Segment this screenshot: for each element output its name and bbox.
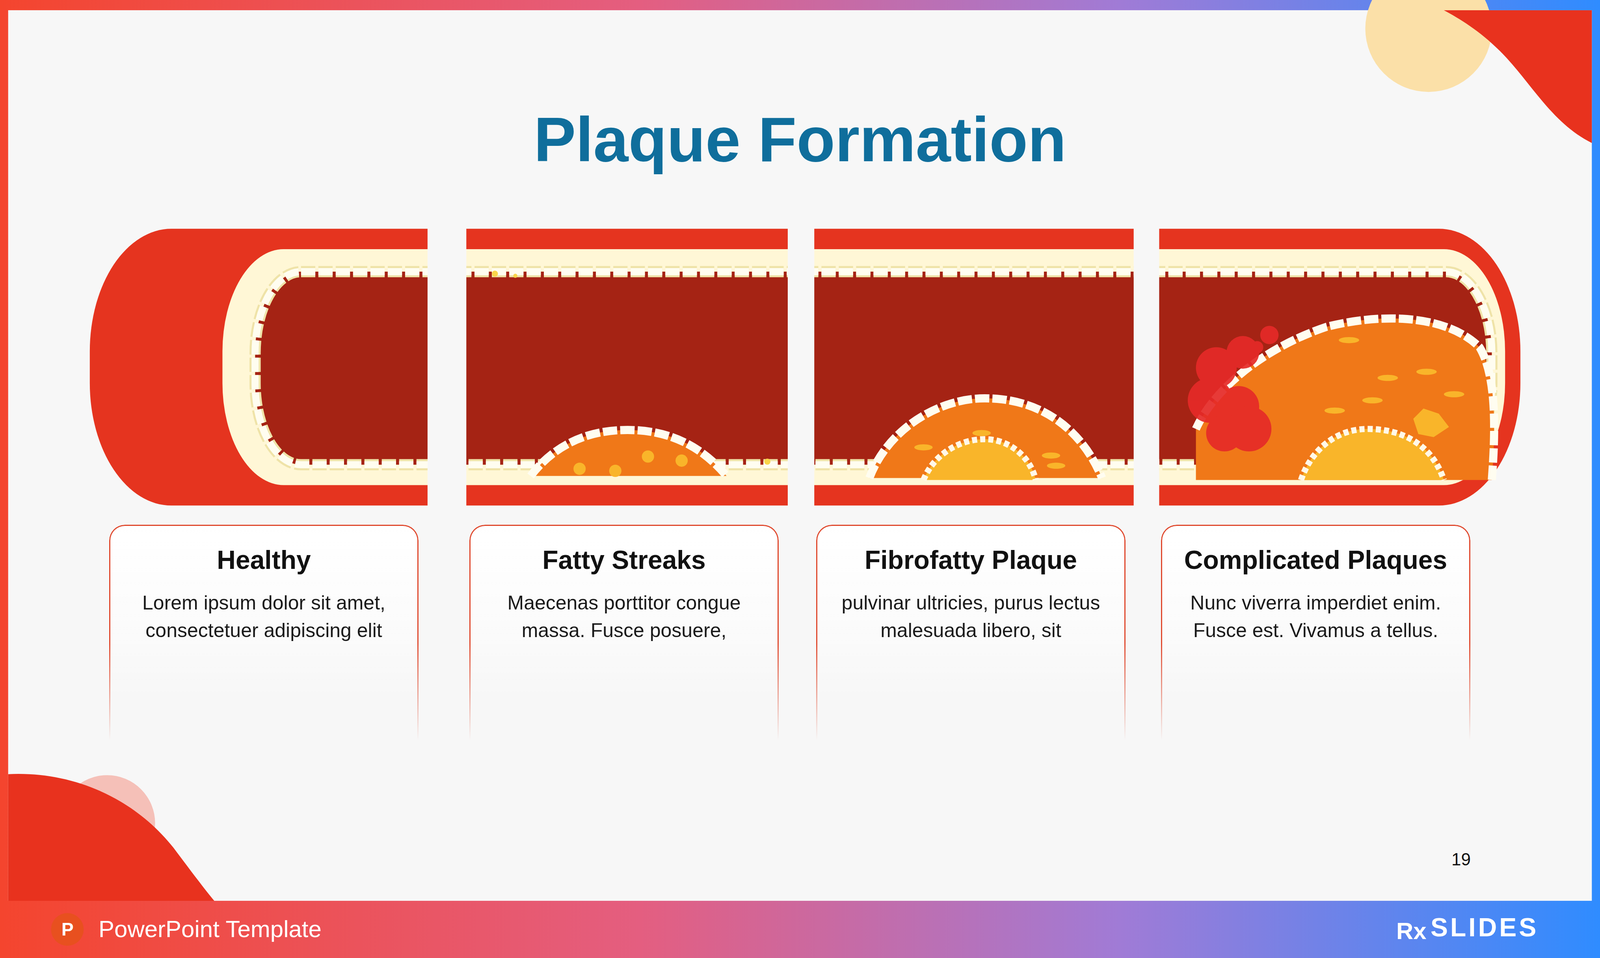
corner-blob bbox=[1443, 10, 1592, 144]
stage-body: Lorem ipsum dolor sit amet, consectetuer… bbox=[120, 588, 408, 644]
logo-mark: Rx bbox=[1396, 919, 1427, 943]
app-icon bbox=[50, 912, 84, 946]
logo-text: SLIDES bbox=[1430, 913, 1539, 940]
stage-card: Fibrofatty Plaque pulvinar ultricies, pur… bbox=[816, 524, 1126, 740]
stage-heading: Healthy bbox=[120, 544, 408, 576]
footer-text: PowerPoint Template bbox=[98, 917, 322, 941]
stage-card: Complicated PlaquesNunc viverra imperdie… bbox=[1160, 524, 1471, 740]
slide-title: Plaque Formation bbox=[0, 103, 1600, 176]
stage-body: Nunc viverra imperdiet enim. Fusce est. … bbox=[1172, 588, 1460, 644]
stage-heading: Fibrofatty Plaque bbox=[827, 544, 1115, 576]
stage-body: Maecenas porttitor congue massa. Fusce p… bbox=[480, 588, 768, 644]
artery-illustration bbox=[89, 219, 1521, 516]
page-number: 19 bbox=[1451, 850, 1471, 868]
corner-blob bbox=[8, 773, 215, 901]
stage-body: pulvinar ultricies, purus lectus malesua… bbox=[827, 588, 1115, 644]
stage-card: HealthyLorem ipsum dolor sit amet, conse… bbox=[109, 524, 419, 740]
app-icon-letter: P bbox=[61, 919, 74, 938]
stage-heading: Fatty Streaks bbox=[480, 544, 768, 576]
stage-heading: Complicated Plaques bbox=[1172, 544, 1460, 576]
stage-card: Fatty StreaksMaecenas porttitor congue m… bbox=[469, 524, 779, 740]
